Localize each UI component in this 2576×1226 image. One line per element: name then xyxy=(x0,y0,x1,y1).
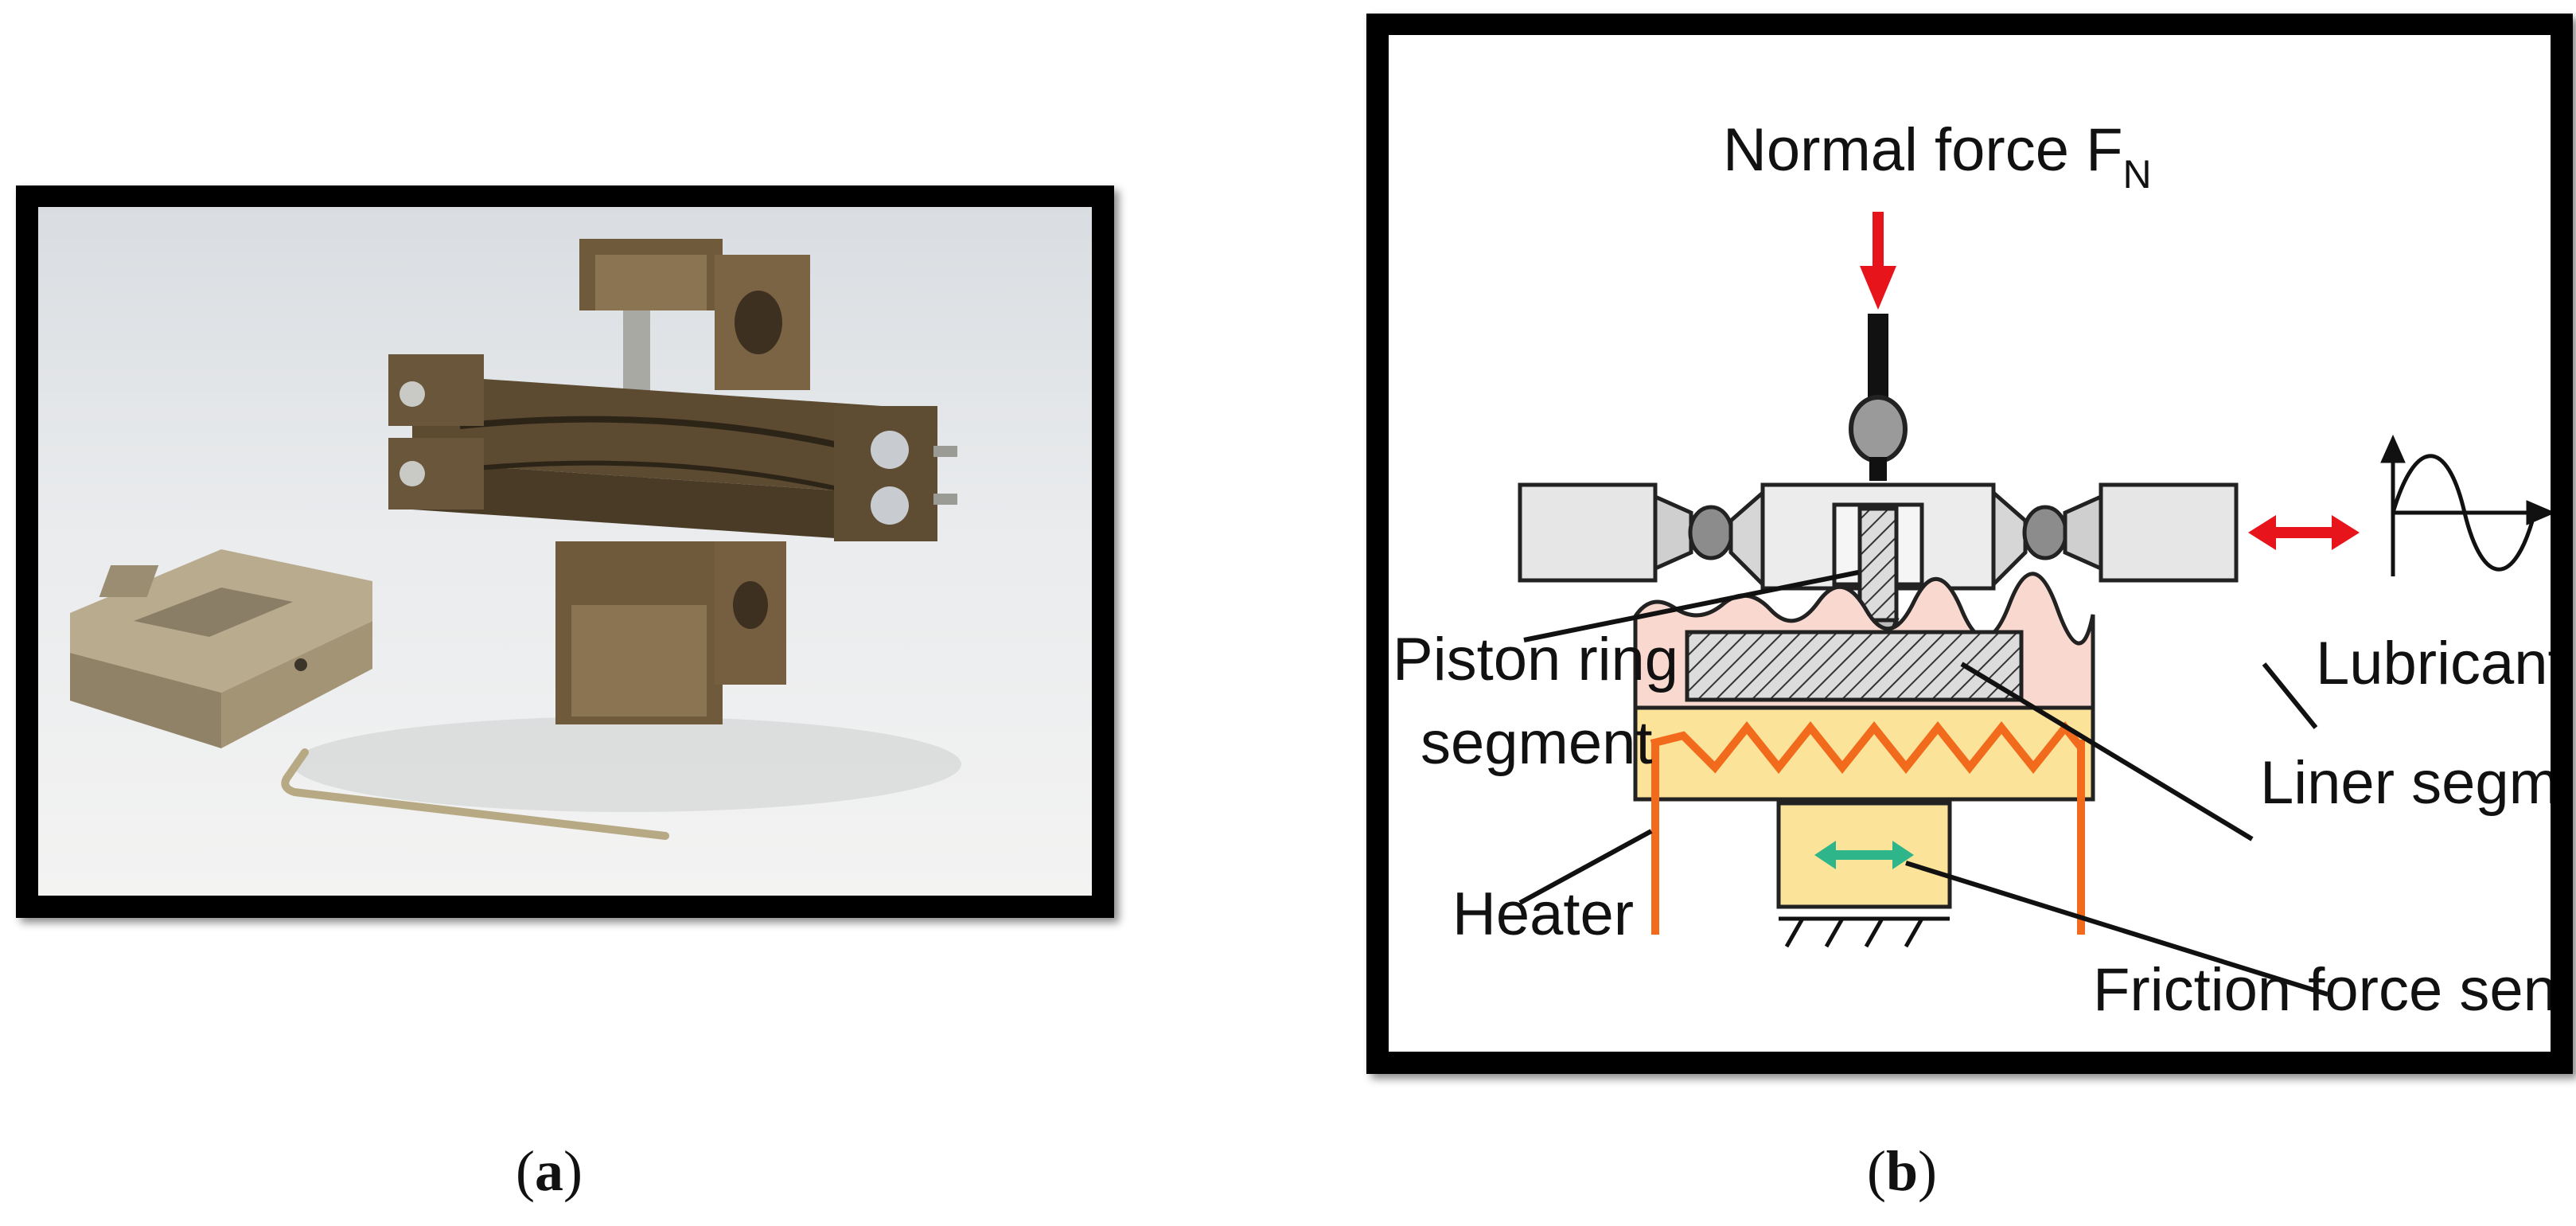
heater-label: Heater xyxy=(1452,880,1634,948)
schematic-frame: Normal force FN xyxy=(1366,14,2573,1074)
normal-force-arrow xyxy=(1860,212,1896,310)
liner-segment-label: Liner segment xyxy=(2260,749,2551,817)
leader-lines xyxy=(1518,570,2329,997)
lubricant-bath-label: Lubricant bath xyxy=(2316,630,2551,697)
fixture-body xyxy=(388,239,957,724)
normal-force-label: Normal force FN xyxy=(1723,116,2152,197)
fixture-photo xyxy=(38,207,1092,896)
caption-b: (b) xyxy=(1866,1139,1937,1203)
liner-heater-block xyxy=(1633,705,2095,802)
load-joint xyxy=(1849,395,1908,463)
allen-key xyxy=(281,748,669,840)
friction-sensor-label: Friction force sensor xyxy=(2093,956,2551,1024)
load-rod xyxy=(1868,314,1888,401)
photo-frame xyxy=(16,185,1114,918)
heater-wires xyxy=(1651,740,2085,935)
schematic-diagram: Normal force FN xyxy=(1393,116,2551,1024)
piston-ring-label-line1: Piston ring xyxy=(1393,626,1678,693)
sine-wave xyxy=(2380,434,2551,576)
friction-sensor xyxy=(1776,801,1952,948)
base-plate xyxy=(70,549,372,748)
fixture-illustration xyxy=(70,239,961,840)
schematic-canvas: Normal force FN xyxy=(1389,35,2551,1052)
oscillation-arrow xyxy=(2248,515,2360,550)
caption-a: (a) xyxy=(516,1139,583,1203)
piston-ring-label-line2: segment xyxy=(1421,709,1653,777)
